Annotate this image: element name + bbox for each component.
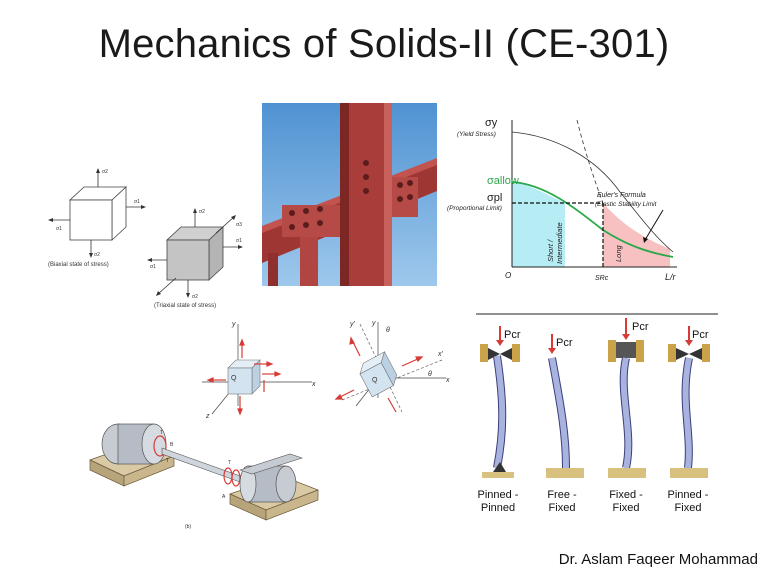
- theta-2: θ: [428, 371, 432, 378]
- pcr-1: Pcr: [504, 329, 521, 341]
- axis-y-1: y: [231, 321, 236, 328]
- triaxial-s3: σ3: [236, 222, 242, 228]
- point-q-2: Q: [372, 377, 378, 384]
- label-long: Long: [614, 244, 623, 262]
- column2-label-line1: Free -: [547, 489, 577, 501]
- stress-element-diagrams: y x z Q y y' x' x θ θ Q: [192, 316, 454, 422]
- label-euler-line1: Euler's Formula: [597, 192, 646, 199]
- column3-label-line1: Fixed -: [609, 489, 643, 501]
- element-xyz: y x z Q: [202, 321, 316, 420]
- column2-label-line2: Fixed: [549, 502, 576, 514]
- element-rotated: y y' x' x θ θ Q: [334, 320, 450, 413]
- axis-xprime: x': [437, 351, 444, 358]
- triaxial-s2-bottom: σ2: [192, 294, 198, 300]
- shaft-label-t2: T: [166, 458, 169, 464]
- slide-title: Mechanics of Solids-II (CE-301): [98, 22, 670, 66]
- shaft-label-a: A: [222, 494, 226, 500]
- label-intermediate: Intermediate: [555, 222, 564, 264]
- label-sigma-allow: σallow: [487, 175, 519, 187]
- triaxial-s1-left: σ1: [150, 264, 156, 270]
- triaxial-s1-right: σ1: [236, 238, 242, 244]
- column-free-fixed: Pcr Free - Fixed: [546, 334, 584, 514]
- biaxial-cube: σ2 σ1 σ1 σ2 (Biaxial state of stress): [48, 168, 146, 268]
- stress-cubes-figure: σ2 σ1 σ1 σ2 (Biaxial state of stress) σ2…: [36, 160, 258, 312]
- label-proportional-limit: (Proportional Limit): [447, 205, 502, 212]
- theta-1: θ: [386, 327, 390, 334]
- pcr-2: Pcr: [556, 337, 573, 349]
- label-sigma-pl: σpl: [487, 192, 502, 204]
- triaxial-s2-top: σ2: [199, 209, 205, 215]
- steel-frame-photo: [262, 103, 437, 286]
- shaft-caption: (b): [185, 524, 191, 530]
- column-fixed-fixed: Pcr Fixed - Fixed: [608, 318, 649, 514]
- label-l-over-r: L/r: [665, 272, 677, 282]
- column-pinned-pinned: Pcr Pinned - Pinned: [478, 326, 521, 514]
- column3-label-line2: Fixed: [613, 502, 640, 514]
- motor-shaft-drawing: T B T A T (b): [70, 410, 350, 532]
- biaxial-s2-top: σ2: [102, 169, 108, 175]
- pcr-3: Pcr: [632, 321, 649, 333]
- shaft-label-b: B: [170, 442, 174, 448]
- shaft-label-t3: T: [228, 460, 231, 466]
- axis-y-2: y: [371, 320, 376, 327]
- label-src: SRc: [595, 275, 609, 282]
- pcr-4: Pcr: [692, 329, 709, 341]
- triaxial-caption: (Triaxial state of stress): [154, 303, 216, 309]
- biaxial-s1-left: σ1: [56, 226, 62, 232]
- column-stability-chart: σy (Yield Stress) σallow σpl (Proportion…: [445, 112, 707, 287]
- biaxial-s2-bottom: σ2: [94, 252, 100, 258]
- column4-label-line1: Pinned -: [668, 489, 709, 501]
- label-euler-line2: (Elastic Stability Limit: [595, 201, 658, 208]
- column4-label-line2: Fixed: [675, 502, 702, 514]
- column1-label-line1: Pinned -: [478, 489, 519, 501]
- author-name: Dr. Aslam Faqeer Mohammad: [558, 551, 758, 568]
- biaxial-caption: (Biaxial state of stress): [48, 262, 109, 268]
- label-short: Short /: [546, 239, 555, 262]
- column1-label-line2: Pinned: [481, 502, 515, 514]
- label-sigma-y: σy: [485, 117, 498, 129]
- axis-z-1: z: [205, 413, 210, 420]
- axis-yprime: y': [349, 321, 356, 328]
- point-q-1: Q: [231, 375, 237, 382]
- axis-x-1: x: [311, 381, 316, 388]
- axis-x-2: x: [445, 377, 450, 384]
- label-origin: O: [505, 271, 511, 280]
- shaft-label-t1: T: [160, 430, 163, 436]
- label-yield-stress: (Yield Stress): [457, 131, 496, 138]
- biaxial-s1-right: σ1: [134, 199, 140, 205]
- triaxial-cube: σ2 σ1 σ1 σ3 σ2 (Triaxial state of stress…: [147, 208, 243, 309]
- column-pinned-fixed: Pcr Pinned - Fixed: [668, 326, 710, 514]
- column-end-conditions: Pcr Pinned - Pinned Pcr Free - Fixed Pcr…: [476, 312, 718, 518]
